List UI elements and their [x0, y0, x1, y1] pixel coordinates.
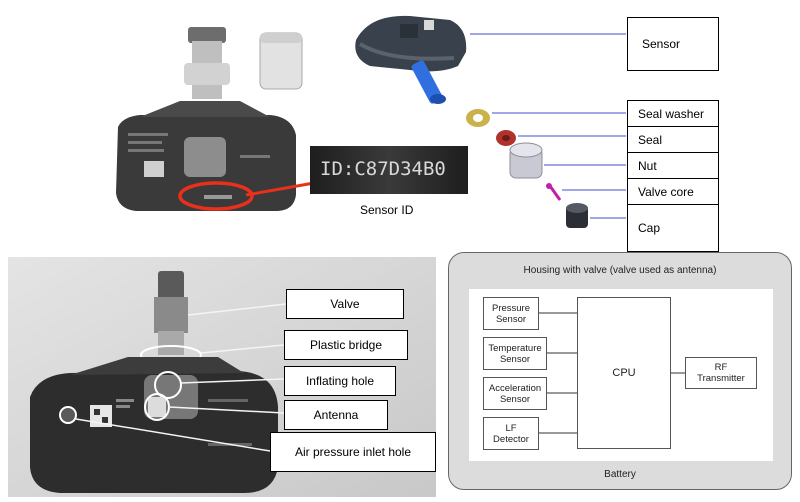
battery-label: Battery: [604, 469, 636, 480]
exploded-view: [355, 15, 626, 228]
housing-block-diagram: Housing with valve (valve used as antenn…: [448, 252, 792, 490]
label-sensor: Sensor: [627, 17, 719, 71]
label-cap: Cap: [627, 204, 719, 252]
label-inflating-hole: Inflating hole: [284, 366, 396, 396]
sensor-id-text: ID:C87D34B0: [320, 158, 446, 180]
label-air-pressure-inlet-hole: Air pressure inlet hole: [270, 432, 436, 472]
sensor-photo: [100, 5, 310, 220]
label-valve-core: Valve core: [627, 178, 719, 205]
label-plastic-bridge: Plastic bridge: [284, 330, 408, 360]
label-nut: Nut: [627, 152, 719, 179]
label-seal: Seal: [627, 126, 719, 153]
sensor-id-zoom: ID:C87D34B0: [310, 146, 468, 194]
label-valve: Valve: [286, 289, 404, 319]
sensor-id-caption: Sensor ID: [360, 203, 414, 217]
label-seal-washer: Seal washer: [627, 100, 719, 127]
id-connector-line: [245, 181, 315, 197]
block-connectors: [539, 312, 685, 434]
cpu-block: CPU: [577, 297, 671, 449]
label-antenna: Antenna: [284, 400, 388, 430]
housing-title: Housing with valve (valve used as antenn…: [523, 265, 717, 276]
